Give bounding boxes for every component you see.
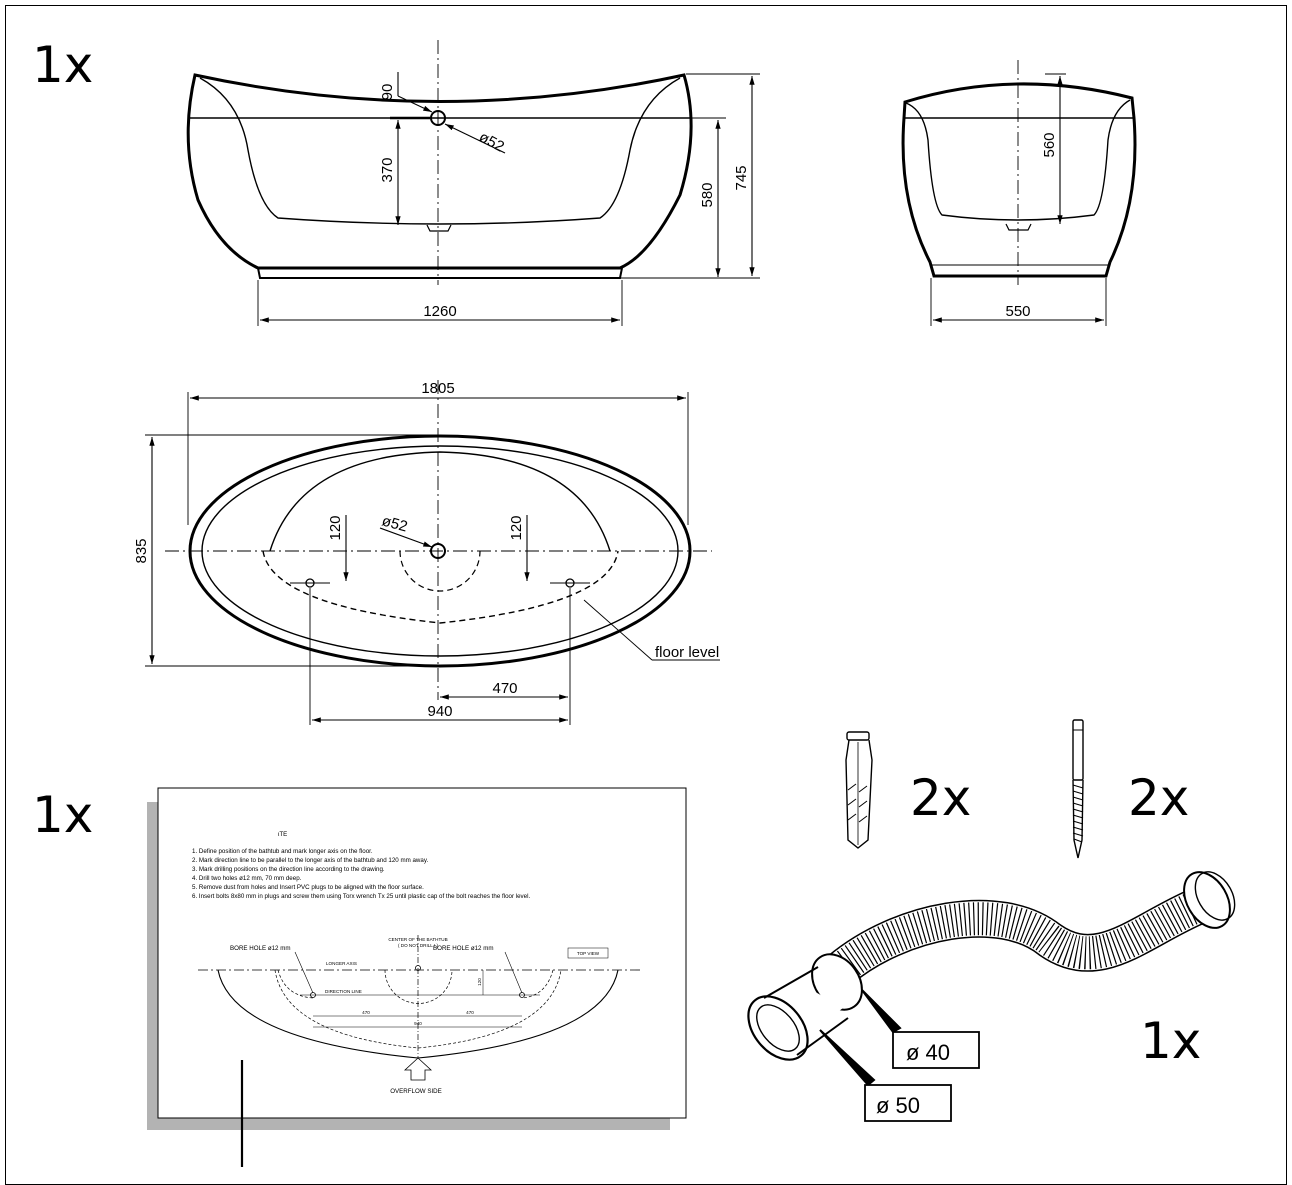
template-instructions: 1. Define position of the bathtub and ma…: [192, 848, 530, 900]
anchor-bolt: [1072, 719, 1084, 859]
bathtub-quantity: 1x: [32, 36, 93, 94]
center-label: CENTER OF THE BATHTUB: [388, 937, 447, 942]
hose-quantity: 1x: [1140, 1012, 1201, 1070]
instruction-2: 2. Mark direction line to be parallel to…: [192, 857, 428, 864]
template-940-label: 940: [414, 1021, 422, 1026]
direction-line-label: DIRECTION LINE: [325, 989, 362, 994]
hole-spacing-label: 940: [427, 703, 452, 720]
bore-hole-left-label: BORE HOLE ø12 mm: [230, 945, 291, 952]
top-offset-right-label: 120: [508, 515, 525, 540]
top-view: [145, 380, 720, 725]
hose-40-label: ø 40: [906, 1040, 950, 1065]
top-drain-diameter-label: ø52: [380, 512, 409, 535]
side-base-width-label: 550: [1005, 303, 1030, 320]
do-not-drill-label: ( DO NOT DRILL ! ): [398, 943, 439, 948]
top-width-label: 835: [133, 538, 150, 563]
longer-axis-label: LONGER AXIS: [326, 961, 357, 966]
instruction-3: 3. Mark drilling positions on the direct…: [192, 866, 385, 873]
top-length-label: 1805: [421, 380, 454, 397]
plug-quantity: 2x: [910, 769, 971, 827]
hose-50-label: ø 50: [876, 1093, 920, 1118]
top-view-label: TOP VIEW: [577, 951, 600, 956]
template-quantity: 1x: [32, 786, 93, 844]
side-view: [901, 60, 1137, 326]
instruction-5: 5. Remove dust from holes and Insert PVC…: [192, 884, 424, 891]
overflow-offset-label: 90: [379, 84, 396, 101]
instruction-4: 4. Drill two holes ø12 mm, 70 mm deep.: [192, 875, 302, 882]
front-view: [186, 40, 760, 326]
instruction-1: 1. Define position of the bathtub and ma…: [192, 848, 373, 855]
side-inner-height-label: 560: [1041, 132, 1058, 157]
overflow-side-label: OVERFLOW SIDE: [390, 1088, 442, 1095]
drain-hose: [747, 871, 1236, 1122]
rim-height-label: 580: [699, 182, 716, 207]
template-heading: ιTE: [278, 831, 287, 838]
base-width-label: 1260: [423, 303, 456, 320]
total-height-label: 745: [733, 165, 750, 190]
top-offset-left-label: 120: [327, 515, 344, 540]
template-470-right-label: 470: [466, 1010, 474, 1015]
template-120-label: 120: [477, 978, 482, 986]
instruction-6: 6. Insert bolts 8x80 mm in plugs and scr…: [192, 893, 530, 900]
drilling-template: ιTE 1. Define position of the bathtub an…: [147, 787, 687, 1167]
overflow-height-label: 370: [379, 157, 396, 182]
bore-hole-right-label: BORE HOLE ø12 mm: [433, 945, 494, 952]
bolt-quantity: 2x: [1128, 769, 1189, 827]
template-470-left-label: 470: [362, 1010, 370, 1015]
wall-plug: [845, 731, 873, 849]
half-spacing-label: 470: [492, 680, 517, 697]
floor-level-label: floor level: [655, 644, 719, 661]
